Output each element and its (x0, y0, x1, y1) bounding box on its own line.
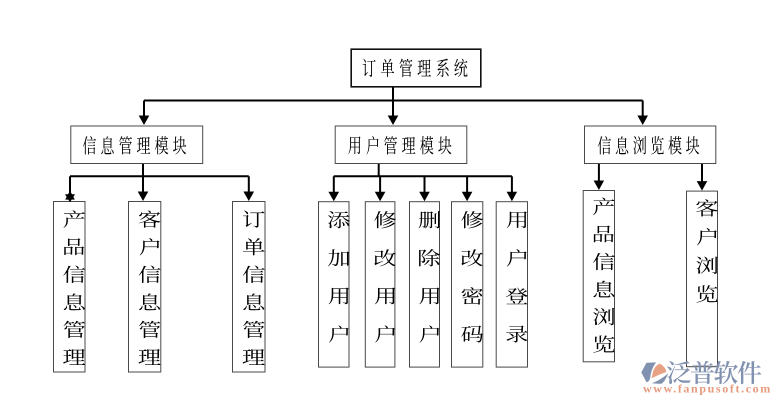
svg-text:www.fanpusoft.com: www.fanpusoft.com (643, 381, 771, 395)
